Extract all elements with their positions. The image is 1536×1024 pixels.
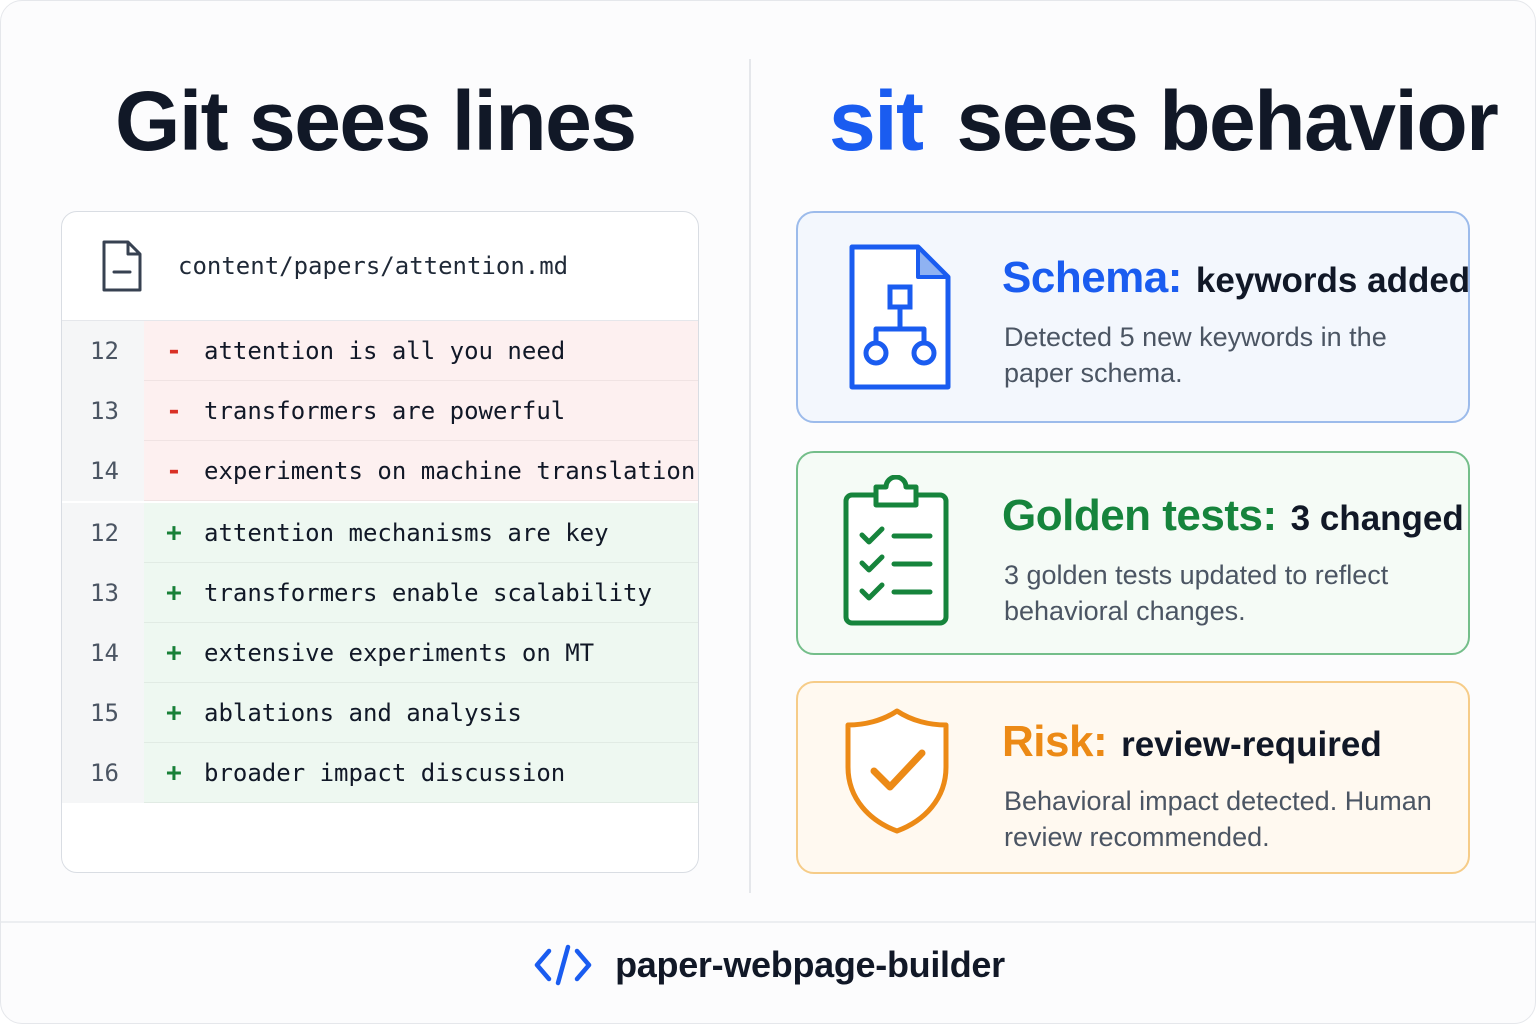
schema-status: keywords added [1195, 261, 1471, 300]
diff-code: -attention is all you need [144, 321, 698, 381]
plus-sign: + [166, 757, 182, 788]
risk-status: review-required [1121, 725, 1382, 764]
diff-row-added: 16 + broader impact discussion [62, 743, 698, 803]
diff-row-added: 13 + transformers enable scalability [62, 563, 698, 623]
diff-text: broader impact discussion [204, 758, 566, 787]
clipboard-checklist-icon [843, 475, 949, 626]
diff-text: attention is all you need [204, 336, 566, 365]
schema-card-title: Schema: keywords added [1002, 253, 1470, 303]
right-headline: sit sees behavior [829, 73, 1499, 169]
diff-code: + ablations and analysis [144, 683, 698, 743]
plus-sign: + [166, 577, 182, 608]
risk-card: Risk: review-required Behavioral impact d… [796, 681, 1470, 874]
diff-row-removed: 14 -experiments on machine translation [62, 441, 698, 501]
footer: paper-webpage-builder [1, 943, 1535, 987]
diff-row-added: 14 + extensive experiments on MT [62, 623, 698, 683]
footer-divider [1, 921, 1535, 923]
minus-sign: - [166, 395, 182, 426]
plus-sign: + [166, 697, 182, 728]
schema-card: Schema: keywords added Detected 5 new key… [796, 211, 1470, 423]
plus-sign: + [166, 637, 182, 668]
diff-code: + transformers enable scalability [144, 563, 698, 623]
line-number: 13 [62, 563, 144, 623]
schema-card-description: Detected 5 new keywords in the paper sch… [1004, 322, 1387, 388]
golden-tests-card: Golden tests: 3 changed 3 golden tests up… [796, 451, 1470, 655]
right-headline-rest: sees behavior [956, 74, 1499, 168]
line-number: 13 [62, 381, 144, 441]
diff-code: + attention mechanisms are key [144, 503, 698, 563]
diff-text: attention mechanisms are key [204, 518, 609, 547]
schema-label: Schema: [1002, 253, 1182, 302]
minus-sign: - [166, 455, 182, 486]
diff-filename: content/papers/attention.md [178, 252, 569, 280]
diff-code: -transformers are powerful [144, 381, 698, 441]
line-number: 14 [62, 623, 144, 683]
minus-sign: - [166, 335, 182, 366]
risk-label: Risk: [1002, 717, 1108, 766]
code-brackets-icon [534, 944, 592, 986]
golden-tests-card-description: 3 golden tests updated to reflect behavi… [1004, 560, 1389, 626]
schema-document-icon [849, 244, 951, 390]
plus-sign: + [166, 517, 182, 548]
diff-text: experiments on machine translation [204, 456, 696, 485]
diff-row-removed: 13 -transformers are powerful [62, 381, 698, 441]
diff-code: + broader impact discussion [144, 743, 698, 803]
diff-rows: 12 -attention is all you need 13 -transf… [62, 321, 698, 803]
line-number: 12 [62, 321, 144, 381]
diff-code: + extensive experiments on MT [144, 623, 698, 683]
footer-brand: paper-webpage-builder [615, 944, 1005, 985]
line-number: 15 [62, 683, 144, 743]
line-number: 12 [62, 503, 144, 563]
diff-file-header: content/papers/attention.md [62, 212, 698, 321]
golden-tests-card-title: Golden tests: 3 changed [1002, 491, 1464, 541]
shield-check-icon [845, 708, 949, 834]
diff-code: -experiments on machine translation [144, 441, 698, 501]
diff-panel: content/papers/attention.md 12 -attentio… [61, 211, 699, 873]
vertical-divider [749, 59, 751, 893]
line-number: 16 [62, 743, 144, 803]
diff-text: extensive experiments on MT [204, 638, 595, 667]
diff-text: ablations and analysis [204, 698, 522, 727]
golden-tests-label: Golden tests: [1002, 491, 1277, 540]
sit-accent: sit [829, 74, 924, 168]
risk-card-description: Behavioral impact detected. Human review… [1004, 786, 1432, 852]
risk-card-title: Risk: review-required [1002, 717, 1382, 767]
diff-row-added: 15 + ablations and analysis [62, 683, 698, 743]
diff-text: transformers are powerful [204, 396, 566, 425]
left-headline: Git sees lines [115, 74, 637, 168]
diff-row-added: 12 + attention mechanisms are key [62, 503, 698, 563]
diff-row-removed: 12 -attention is all you need [62, 321, 698, 381]
golden-tests-status: 3 changed [1290, 499, 1464, 538]
line-number: 14 [62, 441, 144, 501]
diff-text: transformers enable scalability [204, 578, 652, 607]
file-icon [102, 240, 142, 292]
